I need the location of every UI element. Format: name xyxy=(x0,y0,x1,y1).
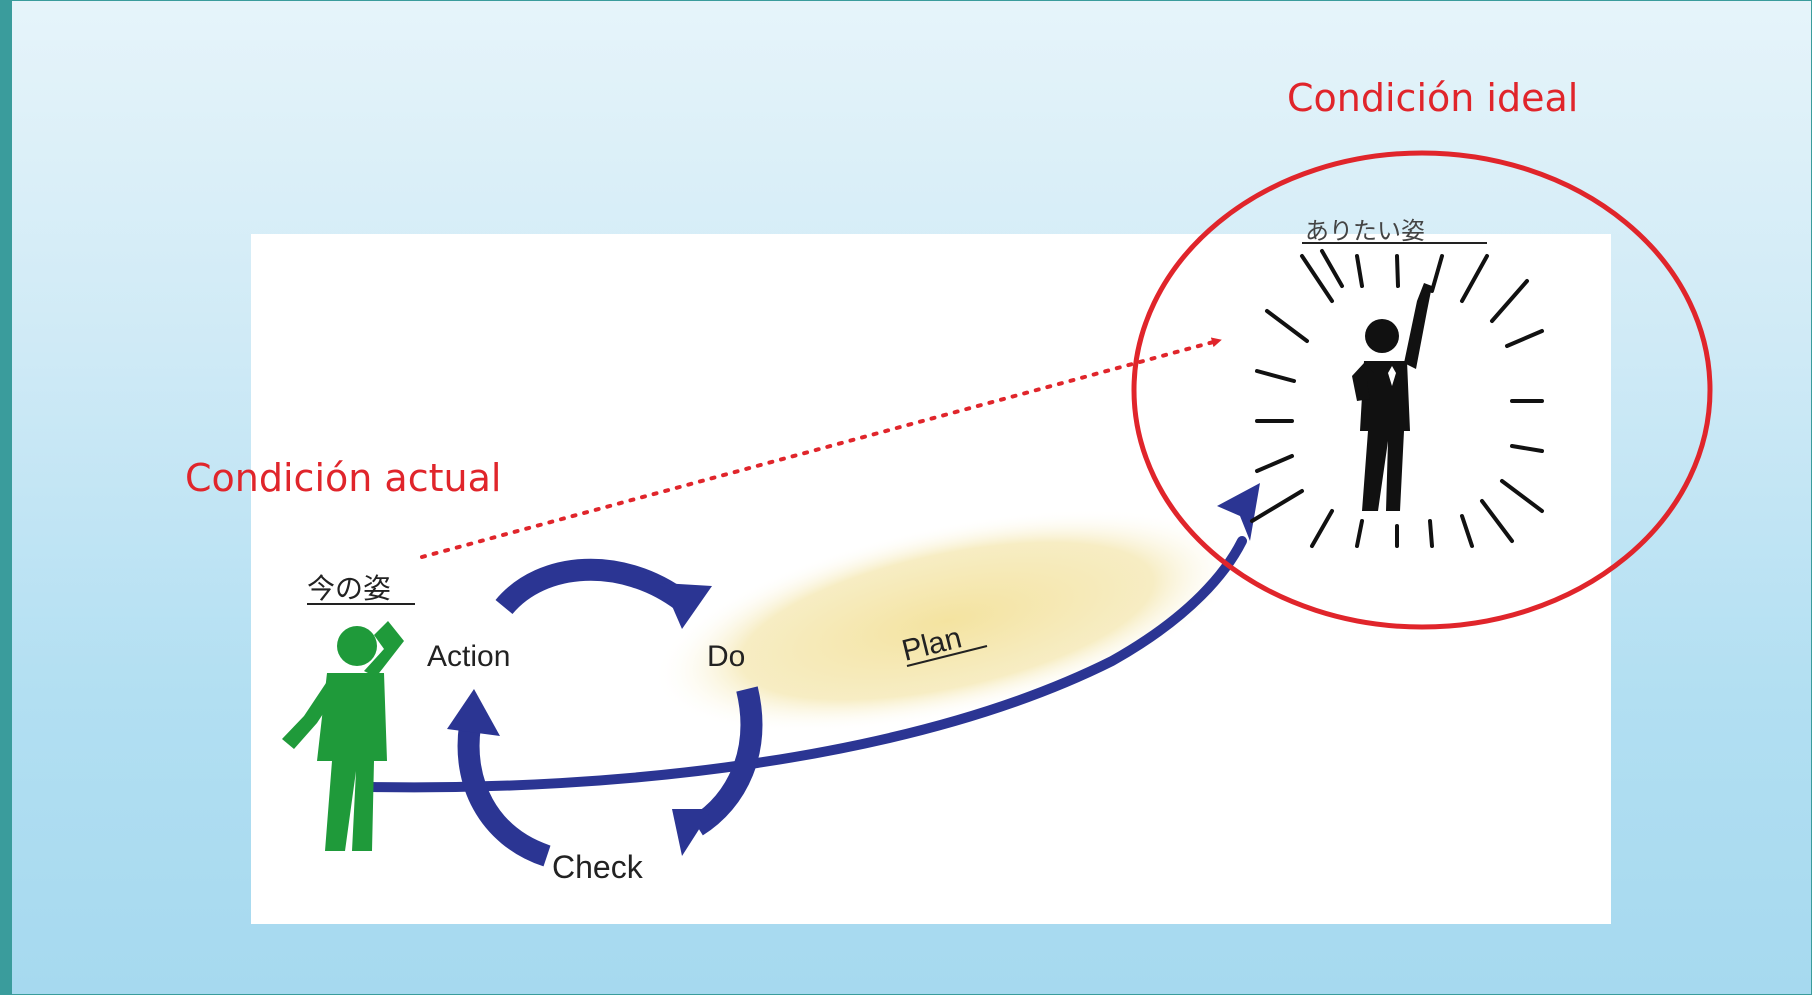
arita-sugata-label: ありたい姿 xyxy=(1305,218,1425,245)
diagram-canvas: Condición ideal Condición actual 今の姿 Act… xyxy=(12,1,1812,996)
check-label: Check xyxy=(552,849,644,885)
condicion-actual-label: Condición actual xyxy=(185,456,501,500)
do-label: Do xyxy=(707,640,745,673)
action-label: Action xyxy=(427,640,510,673)
ima-no-sugata-label: 今の姿 xyxy=(307,573,391,604)
condicion-ideal-label: Condición ideal xyxy=(1287,76,1578,120)
